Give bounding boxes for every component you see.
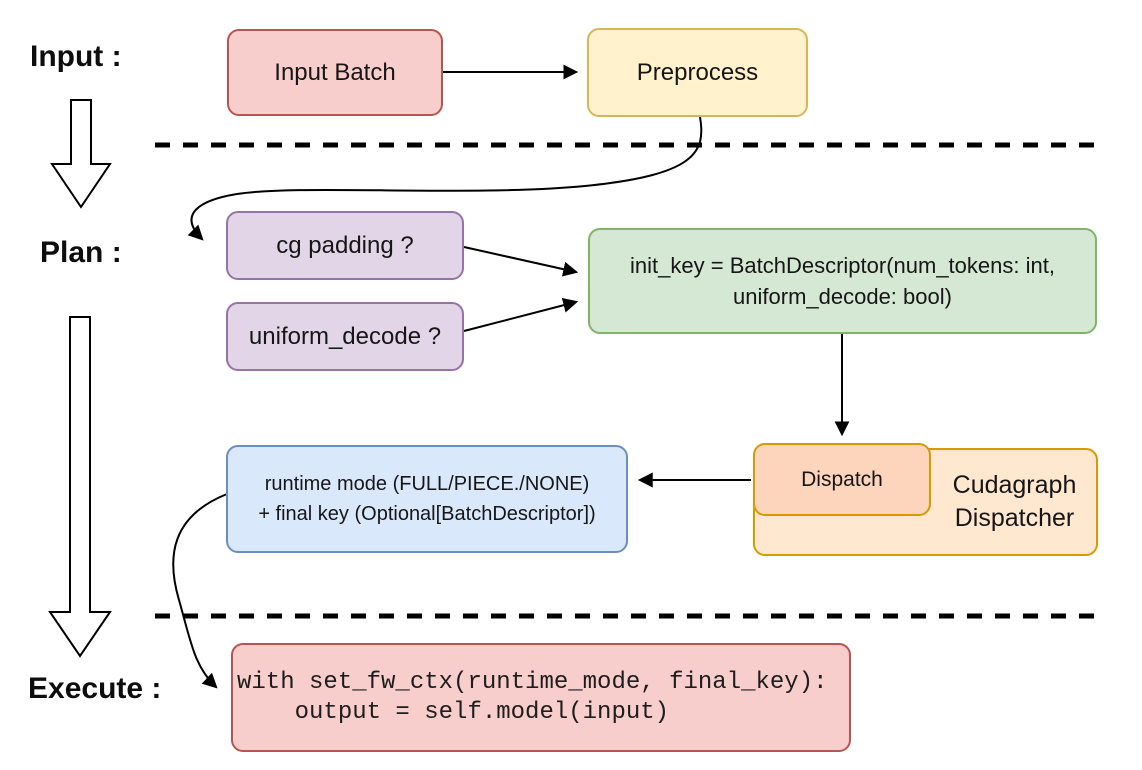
cudagraph-dispatcher-label: Cudagraph Dispatcher — [931, 448, 1098, 556]
runtime-mode-node: runtime mode (FULL/PIECE./NONE) + final … — [226, 445, 628, 553]
runtime-mode-line1: runtime mode (FULL/PIECE./NONE) — [264, 473, 590, 495]
plan-stage-arrow — [48, 316, 112, 658]
cg-padding-node: cg padding ? — [226, 211, 464, 280]
init-key-line1: init_key = BatchDescriptor(num_tokens: i… — [630, 253, 1055, 278]
execute-code-line2: output = self.model(input) — [237, 698, 670, 726]
edge-preprocess-to-cg-padding — [187, 116, 703, 241]
dispatch-node: Dispatch — [753, 443, 931, 516]
stage-label-input: Input : — [30, 40, 122, 73]
preprocess-node: Preprocess — [587, 28, 808, 117]
edge-runtime-mode-to-execute-code — [172, 493, 228, 689]
init-key-node: init_key = BatchDescriptor(num_tokens: i… — [588, 228, 1097, 334]
stage-label-plan: Plan : — [40, 236, 122, 269]
init-key-line2: uniform_decode: bool) — [733, 284, 952, 309]
input-batch-label: Input Batch — [274, 58, 396, 86]
stage-label-execute: Execute : — [28, 672, 162, 705]
uniform-decode-label: uniform_decode ? — [248, 322, 442, 350]
edge-uniform-decode-to-init-key — [463, 297, 579, 332]
runtime-mode-line2: + final key (Optional[BatchDescriptor]) — [258, 503, 596, 525]
dispatch-label: Dispatch — [801, 467, 883, 491]
uniform-decode-node: uniform_decode ? — [226, 302, 464, 371]
cudagraph-dispatcher-line2: Dispatcher — [954, 504, 1075, 532]
edge-cg-padding-to-init-key — [463, 246, 579, 277]
input-stage-arrow — [50, 99, 112, 209]
execute-code-line1: with set_fw_ctx(runtime_mode, final_key)… — [237, 668, 828, 696]
cudagraph-dispatcher-line1: Cudagraph — [952, 471, 1077, 499]
preprocess-label: Preprocess — [636, 58, 759, 86]
execute-code-node: with set_fw_ctx(runtime_mode, final_key)… — [231, 643, 851, 752]
cg-padding-label: cg padding ? — [276, 231, 414, 259]
input-batch-node: Input Batch — [227, 29, 443, 116]
